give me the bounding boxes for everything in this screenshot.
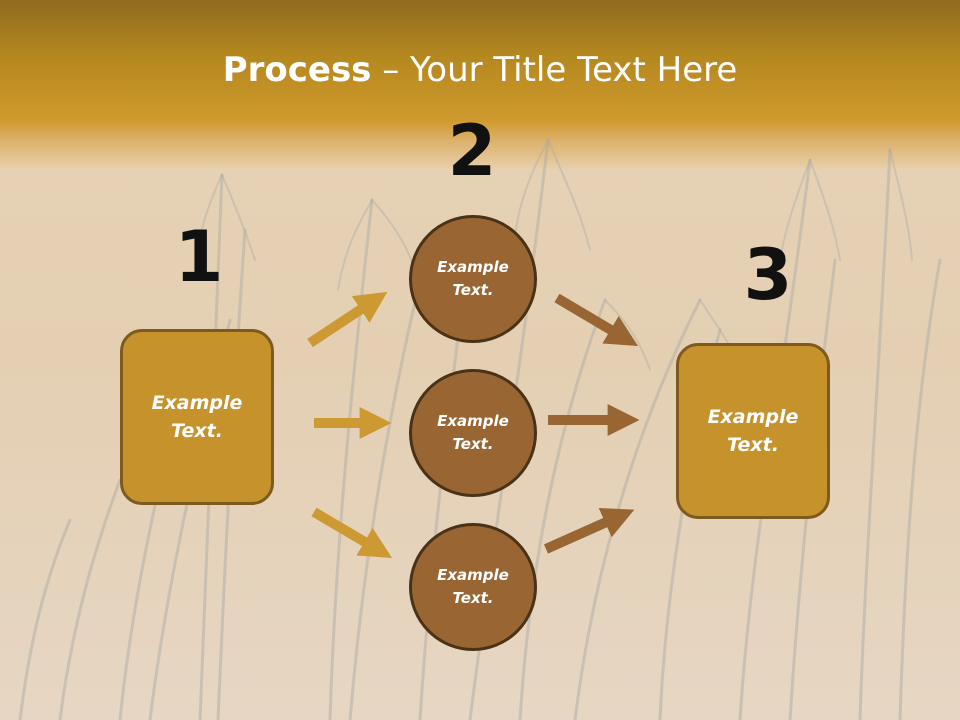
slide-title: Process – Your Title Text Here [0, 50, 960, 90]
process-circle-middle-text: Example Text. [437, 411, 509, 453]
process-circle-middle: Example Text. [409, 369, 537, 497]
process-circle-bottom-text: Example Text. [437, 565, 509, 607]
process-box-start: Example Text. [120, 329, 274, 505]
step-number-2: 2 [447, 110, 497, 192]
arrow-bottom-to-right [543, 507, 635, 554]
arrow-left-to-top [307, 291, 388, 348]
process-circle-top-text: Example Text. [437, 257, 509, 299]
title-rest: – Your Title Text Here [371, 50, 738, 90]
arrow-top-to-right [554, 293, 639, 347]
step-number-3: 3 [743, 234, 793, 316]
process-box-end: Example Text. [676, 343, 830, 519]
process-circle-bottom: Example Text. [409, 523, 537, 651]
process-circle-top: Example Text. [409, 215, 537, 343]
process-box-start-text: Example Text. [151, 391, 243, 443]
header-band [0, 0, 960, 170]
arrow-left-to-bottom [311, 507, 393, 558]
process-box-end-text: Example Text. [707, 405, 799, 457]
step-number-1: 1 [174, 216, 224, 298]
title-bold: Process [222, 50, 372, 90]
